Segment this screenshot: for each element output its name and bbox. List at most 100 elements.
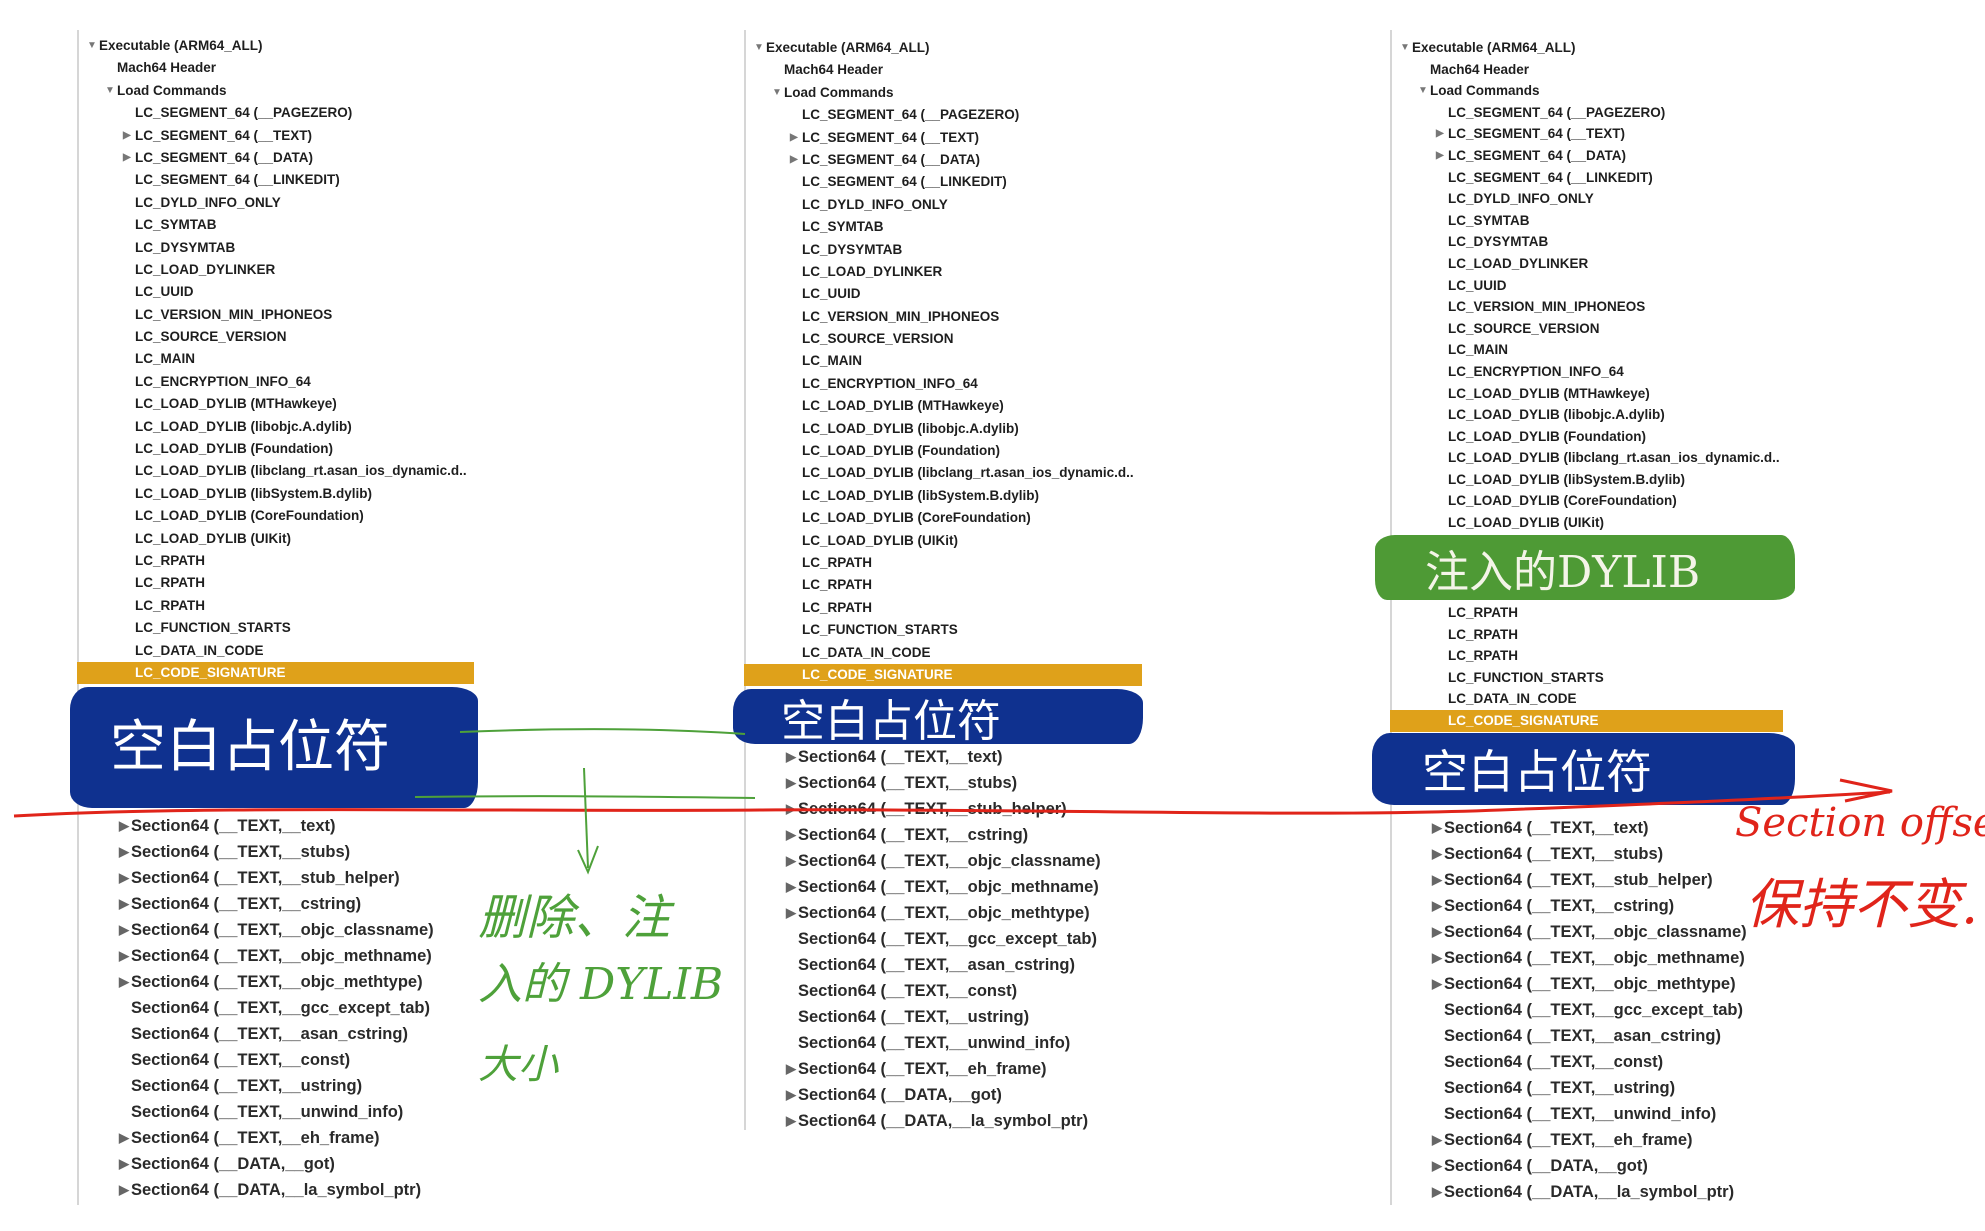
section-row[interactable]: Section64 (__TEXT,__ustring) [1390,1075,1890,1101]
section-row[interactable]: Section64 (__TEXT,__const) [1390,1049,1890,1075]
tree-row[interactable]: LC_SYMTAB [77,214,474,236]
tree-row[interactable]: LC_LOAD_DYLIB (UIKit) [744,530,1142,552]
disclosure-triangle-icon[interactable]: ▶ [1432,950,1442,965]
tree-row[interactable]: LC_MAIN [1390,339,1783,361]
disclosure-triangle-icon[interactable]: ▶ [786,879,796,894]
tree-row-selected[interactable]: LC_CODE_SIGNATURE [1390,709,1783,732]
disclosure-triangle-icon[interactable]: ▶ [119,896,129,911]
section-row[interactable]: ▶Section64 (__TEXT,__objc_classname) [1390,919,1890,945]
tree-row[interactable]: LC_MAIN [744,350,1142,372]
disclosure-triangle-icon[interactable]: ▶ [119,948,129,963]
disclosure-expanded-icon[interactable]: ▼ [1400,42,1410,53]
disclosure-triangle-icon[interactable]: ▶ [1432,872,1442,887]
tree-row[interactable]: ▼Load Commands [744,82,1142,104]
disclosure-expanded-icon[interactable]: ▼ [1418,85,1428,97]
tree-row[interactable]: LC_MAIN [77,348,474,370]
disclosure-triangle-icon[interactable]: ▶ [1432,924,1442,939]
disclosure-triangle-icon[interactable]: ▶ [119,870,129,885]
disclosure-triangle-icon[interactable]: ▶ [119,1130,129,1145]
tree-row[interactable]: LC_DYLD_INFO_ONLY [77,192,474,214]
disclosure-triangle-icon[interactable]: ▶ [786,749,796,764]
tree-row[interactable]: LC_RPATH [77,550,474,572]
tree-row[interactable]: LC_RPATH [744,574,1142,596]
disclosure-triangle-icon[interactable]: ▶ [1432,820,1442,835]
disclosure-triangle-icon[interactable]: ▶ [786,827,796,842]
tree-row[interactable]: ▶LC_SEGMENT_64 (__DATA) [744,149,1142,171]
section-row[interactable]: ▶Section64 (__DATA,__got) [744,1082,1244,1108]
tree-row[interactable]: ▶LC_SEGMENT_64 (__TEXT) [77,125,474,147]
section-row[interactable]: ▶Section64 (__DATA,__la_symbol_ptr) [744,1108,1244,1134]
disclosure-triangle-icon[interactable]: ▶ [786,1061,796,1076]
tree-row[interactable]: LC_LOAD_DYLIB (Foundation) [1390,426,1783,448]
tree-row[interactable]: LC_SYMTAB [744,216,1142,238]
section-row[interactable]: Section64 (__TEXT,__ustring) [744,1004,1244,1030]
section-row[interactable]: ▶Section64 (__TEXT,__objc_methname) [1390,945,1890,971]
disclosure-collapsed-icon[interactable]: ▶ [123,151,131,163]
tree-row[interactable]: LC_DATA_IN_CODE [77,640,474,662]
tree-row[interactable]: LC_LOAD_DYLIB (MTHawkeye) [77,393,474,415]
disclosure-expanded-icon[interactable]: ▼ [754,42,764,53]
tree-row[interactable]: LC_RPATH [1390,645,1783,667]
tree-row[interactable]: LC_LOAD_DYLIB (libclang_rt.asan_ios_dyna… [77,460,474,482]
disclosure-collapsed-icon[interactable]: ▶ [123,129,131,141]
tree-row[interactable]: LC_LOAD_DYLINKER [744,261,1142,283]
tree-row[interactable]: LC_SYMTAB [1390,210,1783,232]
tree-row[interactable]: ▶LC_SEGMENT_64 (__TEXT) [744,127,1142,149]
section-row[interactable]: ▶Section64 (__TEXT,__eh_frame) [77,1125,577,1151]
tree-row[interactable]: ▼Load Commands [1390,80,1783,102]
tree-row[interactable]: LC_SEGMENT_64 (__PAGEZERO) [744,104,1142,126]
tree-row[interactable]: LC_LOAD_DYLIB (UIKit) [1390,512,1783,534]
tree-row[interactable]: LC_SEGMENT_64 (__LINKEDIT) [744,171,1142,193]
tree-row[interactable]: LC_RPATH [77,595,474,617]
tree-row[interactable]: LC_RPATH [77,572,474,594]
section-row[interactable]: Section64 (__TEXT,__gcc_except_tab) [744,926,1244,952]
section-row[interactable]: Section64 (__TEXT,__const) [744,978,1244,1004]
tree-row[interactable]: LC_FUNCTION_STARTS [1390,667,1783,689]
section-row[interactable]: ▶Section64 (__TEXT,__text) [77,813,577,839]
section-row[interactable]: Section64 (__TEXT,__const) [77,1047,577,1073]
section-row[interactable]: ▶Section64 (__DATA,__la_symbol_ptr) [77,1177,577,1203]
section-row[interactable]: ▶Section64 (__TEXT,__stub_helper) [1390,867,1890,893]
tree-row[interactable]: LC_LOAD_DYLIB (UIKit) [77,528,474,550]
tree-row[interactable]: LC_LOAD_DYLIB (CoreFoundation) [744,507,1142,529]
tree-row[interactable]: LC_DYLD_INFO_ONLY [744,194,1142,216]
tree-row-selected[interactable]: LC_CODE_SIGNATURE [77,661,474,685]
section-row[interactable]: ▶Section64 (__DATA,__la_symbol_ptr) [1390,1179,1890,1205]
tree-row[interactable]: LC_LOAD_DYLINKER [77,259,474,281]
disclosure-collapsed-icon[interactable]: ▶ [1436,128,1444,140]
section-row[interactable]: Section64 (__TEXT,__ustring) [77,1073,577,1099]
disclosure-triangle-icon[interactable]: ▶ [119,844,129,859]
disclosure-expanded-icon[interactable]: ▼ [772,86,782,98]
section-row[interactable]: Section64 (__TEXT,__unwind_info) [1390,1101,1890,1127]
tree-row[interactable]: ▶LC_SEGMENT_64 (__DATA) [1390,145,1783,167]
tree-row[interactable]: LC_LOAD_DYLIB (libobjc.A.dylib) [77,416,474,438]
disclosure-expanded-icon[interactable]: ▼ [87,40,97,51]
tree-row[interactable]: LC_LOAD_DYLIB (libobjc.A.dylib) [1390,404,1783,426]
section-row[interactable]: ▶Section64 (__TEXT,__objc_methtype) [744,900,1244,926]
section-row[interactable]: Section64 (__TEXT,__unwind_info) [77,1099,577,1125]
tree-row[interactable]: LC_DYSYMTAB [77,237,474,259]
tree-row[interactable]: LC_SOURCE_VERSION [744,328,1142,350]
section-row[interactable]: Section64 (__TEXT,__unwind_info) [744,1030,1244,1056]
tree-row[interactable]: LC_RPATH [1390,624,1783,646]
section-row[interactable]: Section64 (__TEXT,__gcc_except_tab) [1390,997,1890,1023]
tree-row[interactable]: LC_UUID [1390,275,1783,297]
disclosure-triangle-icon[interactable]: ▶ [1432,898,1442,913]
tree-row[interactable]: LC_SEGMENT_64 (__PAGEZERO) [77,102,474,124]
tree-row[interactable]: Mach64 Header [744,59,1142,81]
section-row[interactable]: ▶Section64 (__TEXT,__stubs) [1390,841,1890,867]
disclosure-triangle-icon[interactable]: ▶ [786,905,796,920]
section-row[interactable]: ▶Section64 (__TEXT,__text) [1390,815,1890,841]
tree-row[interactable]: LC_LOAD_DYLIB (libobjc.A.dylib) [744,418,1142,440]
section-row[interactable]: ▶Section64 (__TEXT,__objc_methtype) [1390,971,1890,997]
tree-row[interactable]: LC_FUNCTION_STARTS [77,617,474,639]
tree-row-selected[interactable]: LC_CODE_SIGNATURE [744,663,1142,687]
disclosure-expanded-icon[interactable]: ▼ [105,84,115,96]
tree-row[interactable]: LC_LOAD_DYLIB (MTHawkeye) [744,395,1142,417]
disclosure-triangle-icon[interactable]: ▶ [119,1182,129,1197]
tree-row[interactable]: LC_LOAD_DYLIB (libSystem.B.dylib) [744,485,1142,507]
section-row[interactable]: ▶Section64 (__TEXT,__cstring) [77,891,577,917]
section-row[interactable]: ▶Section64 (__TEXT,__cstring) [744,822,1244,848]
tree-row[interactable]: LC_DATA_IN_CODE [1390,688,1783,710]
disclosure-triangle-icon[interactable]: ▶ [786,801,796,816]
